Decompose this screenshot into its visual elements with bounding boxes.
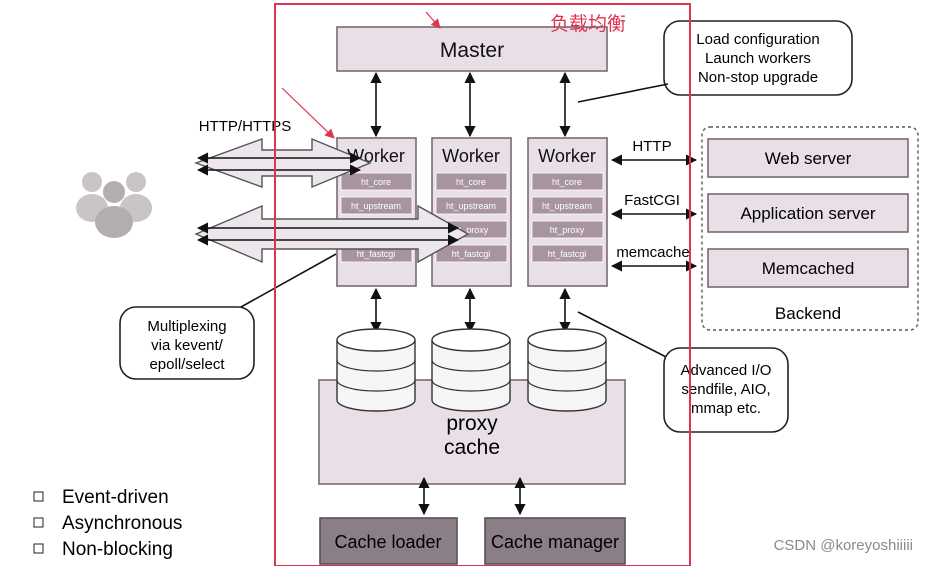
worker-2: Worker ht_core ht_upstream ht_proxy ht_f… (431, 137, 512, 287)
module-label: ht_upstream (446, 201, 496, 211)
checkbox-icon (33, 491, 44, 502)
proxy-cache-label: cache (444, 436, 500, 459)
module-label: ht_proxy (550, 225, 585, 235)
backend-server-label: Memcached (762, 259, 855, 278)
users-icon (76, 172, 152, 238)
module-label: ht_proxy (454, 225, 489, 235)
master-callout-line: Launch workers (705, 50, 811, 67)
feature-item: Non-blocking (62, 539, 173, 560)
load-balance-annotation: 负载均衡 (550, 13, 626, 35)
worker-label: Worker (442, 146, 500, 166)
cache-manager-label: Cache manager (491, 532, 619, 552)
advanced-io-line: mmap etc. (691, 400, 761, 417)
module-label: ht_core (552, 177, 582, 187)
multiplexing-line: epoll/select (149, 356, 225, 373)
backend-protocol-label: memcache (616, 244, 689, 261)
multiplexing-callout: Multiplexing via kevent/ epoll/select (119, 253, 337, 380)
cache-loader-box: Cache loader (319, 476, 458, 565)
master-worker-arrows (370, 71, 571, 138)
module-label: ht_upstream (351, 201, 401, 211)
backend-group: Web server Application server Memcached … (701, 126, 919, 331)
highlight-frame (274, 3, 691, 566)
multiplexing-line: Multiplexing (147, 318, 226, 335)
proxy-cache-label: proxy (446, 412, 498, 435)
worker-3: Worker ht_core ht_upstream ht_proxy ht_f… (527, 137, 608, 287)
client-double-arrow-bottom (194, 204, 470, 264)
backend-label: Backend (775, 304, 841, 323)
cache-disk-3 (527, 328, 607, 412)
master-label: Master (440, 39, 504, 62)
master-callout-line: Non-stop upgrade (698, 69, 818, 86)
worker-label: Worker (538, 146, 596, 166)
advanced-io-callout: Advanced I/O sendfile, AIO, mmap etc. (577, 311, 789, 433)
backend-server-label: Application server (740, 204, 875, 223)
advanced-io-line: Advanced I/O (681, 362, 772, 379)
checkbox-icon (33, 517, 44, 528)
master-callout-line: Load configuration (696, 31, 819, 48)
worker-cache-arrows (370, 287, 571, 334)
module-label: ht_upstream (542, 201, 592, 211)
module-label: ht_fastcgi (357, 249, 396, 259)
watermark: CSDN @koreyoshiiiii (774, 537, 913, 554)
module-label: ht_core (361, 177, 391, 187)
backend-server-label: Web server (765, 149, 852, 168)
cache-loader-label: Cache loader (334, 532, 441, 552)
cache-disk-2 (431, 328, 511, 412)
feature-item: Event-driven (62, 487, 169, 508)
protocol-label: HTTP/HTTPS (199, 118, 292, 135)
module-label: ht_core (456, 177, 486, 187)
feature-list: Event-driven Asynchronous Non-blocking (33, 487, 182, 560)
cache-disk-1 (336, 328, 416, 412)
module-label: ht_fastcgi (452, 249, 491, 259)
module-label: ht_fastcgi (548, 249, 587, 259)
advanced-io-line: sendfile, AIO, (681, 381, 770, 398)
master-callout: Load configuration Launch workers Non-st… (577, 20, 853, 103)
backend-protocol-arrows: HTTP FastCGI memcache (610, 138, 698, 272)
checkbox-icon (33, 543, 44, 554)
feature-item: Asynchronous (62, 513, 182, 534)
backend-protocol-label: FastCGI (624, 192, 680, 209)
client-double-arrow-top (193, 137, 372, 189)
master-box: Master (336, 26, 608, 72)
annotation-arrow (281, 87, 335, 139)
backend-protocol-label: HTTP (632, 138, 671, 155)
cache-manager-box: Cache manager (484, 476, 626, 565)
multiplexing-line: via kevent/ (151, 337, 224, 354)
annotation-arrow (425, 11, 441, 29)
